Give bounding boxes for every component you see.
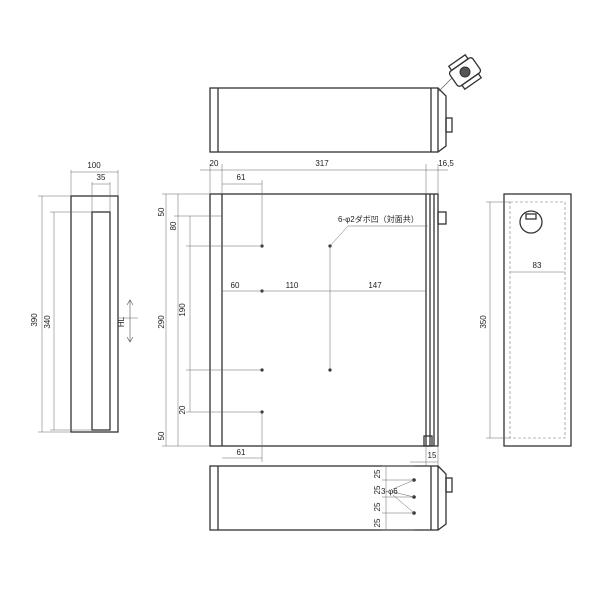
side-view-lock-slot bbox=[525, 213, 537, 220]
side-view-body bbox=[503, 193, 572, 447]
dowel-note-leader bbox=[329, 225, 428, 247]
left-view: 100 35 390 340 HL bbox=[30, 161, 138, 433]
dim-h60: 60 bbox=[231, 281, 240, 290]
top-view bbox=[209, 53, 483, 153]
dim-height-340: 340 bbox=[43, 315, 52, 329]
bottom-view-end-cap bbox=[437, 465, 447, 531]
dim-top-317: 317 bbox=[315, 159, 329, 168]
dim-width-35: 35 bbox=[97, 173, 106, 182]
dim-h110: 110 bbox=[286, 281, 299, 290]
dim-bottom-61: 61 bbox=[237, 448, 246, 457]
dim-v290: 290 bbox=[157, 315, 166, 329]
dim-height-390: 390 bbox=[30, 313, 39, 327]
lock-link-line bbox=[437, 77, 453, 93]
dim-v50-top: 50 bbox=[157, 207, 166, 216]
dim-side-83: 83 bbox=[533, 261, 542, 270]
front-view-knob bbox=[437, 211, 447, 225]
lock-cylinder-icon bbox=[447, 53, 483, 91]
dim-side-350: 350 bbox=[479, 315, 488, 329]
hl-arrow-icon bbox=[126, 299, 134, 343]
dim-b25-4: 25 bbox=[373, 518, 382, 527]
bottom-view: 3-φ6 25 25 25 25 bbox=[209, 465, 453, 531]
dim-v80: 80 bbox=[169, 221, 178, 230]
dim-b25-3: 25 bbox=[373, 502, 382, 511]
side-view-hidden-outline bbox=[509, 201, 566, 439]
top-view-knob bbox=[445, 117, 453, 133]
holes-note: 3-φ6 bbox=[381, 487, 398, 496]
dim-v20: 20 bbox=[178, 405, 187, 414]
top-view-end-cap bbox=[437, 87, 447, 153]
side-view: 83 350 bbox=[479, 193, 572, 447]
dim-top-20: 20 bbox=[210, 159, 219, 168]
dim-v190: 190 bbox=[178, 303, 187, 317]
left-view-slot bbox=[91, 211, 111, 431]
dim-v50-bottom: 50 bbox=[157, 431, 166, 440]
hl-label: HL bbox=[117, 316, 126, 327]
top-view-body bbox=[209, 87, 439, 153]
front-view-body bbox=[209, 193, 439, 447]
front-view: 20 317 16,5 61 61 50 80 290 190 20 50 60… bbox=[157, 159, 454, 466]
dowel-note: 6-φ2ダボ凹（対面共） bbox=[338, 214, 419, 224]
holes-leader bbox=[392, 479, 415, 514]
dim-width-100: 100 bbox=[87, 161, 101, 170]
dim-top-61: 61 bbox=[237, 173, 246, 182]
left-view-body bbox=[70, 195, 119, 433]
dim-b25-1: 25 bbox=[373, 469, 382, 478]
dim-b25-2: 25 bbox=[373, 485, 382, 494]
bottom-view-body bbox=[209, 465, 439, 531]
dim-h147: 147 bbox=[368, 281, 382, 290]
bottom-view-knob bbox=[445, 477, 453, 493]
side-view-lock-icon bbox=[519, 210, 543, 234]
dim-top-16-5: 16,5 bbox=[438, 159, 454, 168]
dim-right-15: 15 bbox=[428, 451, 437, 460]
